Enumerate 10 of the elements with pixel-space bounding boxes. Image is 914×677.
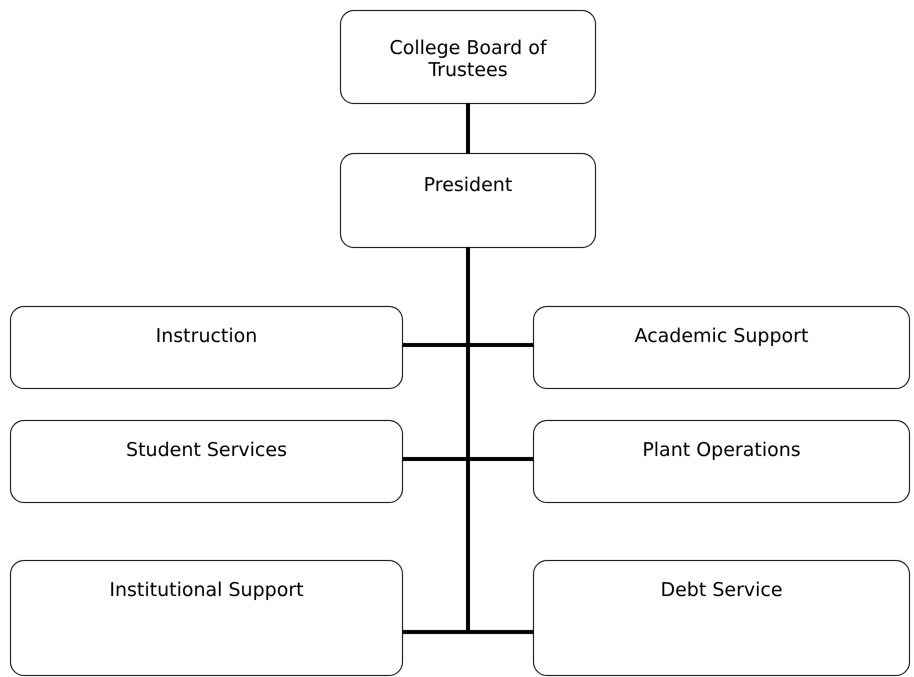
org-box: College Board of Trustees <box>340 10 596 104</box>
org-box: Student Services <box>10 420 403 503</box>
org-box: Plant Operations <box>533 420 910 503</box>
connector-line <box>466 248 533 634</box>
org-box: Institutional Support <box>10 560 403 676</box>
connector-line <box>466 104 470 153</box>
org-box: Academic Support <box>533 306 910 389</box>
org-box: Instruction <box>10 306 403 389</box>
org-box: President <box>340 153 596 248</box>
org-box: Debt Service <box>533 560 910 676</box>
